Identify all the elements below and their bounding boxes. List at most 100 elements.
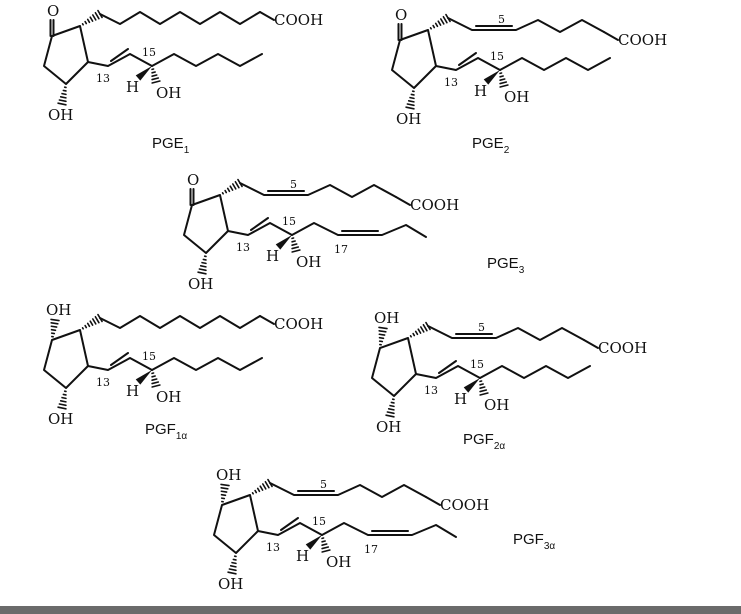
c13-number: 13 xyxy=(236,241,250,254)
cyclopentane-ring xyxy=(371,337,417,397)
cyclopentane-ring xyxy=(43,329,89,389)
oxo-label: O xyxy=(395,6,407,24)
c13-double-bond xyxy=(438,360,457,374)
hash-stroke xyxy=(254,489,258,494)
c5-number: 5 xyxy=(498,13,505,26)
omega-chain-tail xyxy=(151,53,263,67)
hash-stroke xyxy=(406,103,415,107)
hash-stroke xyxy=(417,328,422,334)
cyclopentane-ring xyxy=(43,25,89,85)
hash-stroke xyxy=(479,383,484,386)
oxo-label: O xyxy=(47,2,59,20)
hash-stroke xyxy=(81,326,84,330)
hash-stroke xyxy=(62,393,67,396)
hash-stroke xyxy=(479,392,489,396)
c15-hydrogen-wedge xyxy=(463,378,480,393)
c15-hydroxyl-label: OH xyxy=(156,84,181,102)
hash-stroke xyxy=(59,400,67,403)
c15-hydrogen-wedge xyxy=(135,66,152,81)
hash-stroke xyxy=(407,100,415,103)
hash-stroke xyxy=(256,487,261,493)
hash-stroke xyxy=(84,324,88,329)
hash-stroke xyxy=(291,243,298,246)
hash-stroke xyxy=(321,543,328,546)
hash-stroke xyxy=(385,414,395,418)
alpha-chain-hash xyxy=(81,313,103,330)
oxo-label: O xyxy=(187,171,199,189)
c15-hydrogen-wedge xyxy=(305,535,322,550)
hash-stroke xyxy=(386,411,395,415)
c15-hydrogen-label: H xyxy=(296,547,309,565)
hash-stroke xyxy=(499,84,509,88)
omega-chain-start xyxy=(87,53,153,67)
hash-stroke xyxy=(410,93,415,96)
c11-hydroxyl-label: OH xyxy=(48,410,73,428)
c15-hydrogen-label: H xyxy=(266,247,279,265)
c5-number: 5 xyxy=(290,178,297,191)
hash-stroke xyxy=(499,75,504,78)
c15-hydrogen-label: H xyxy=(126,382,139,400)
alpha-chain-hash xyxy=(409,321,431,338)
c15-number: 15 xyxy=(490,50,504,63)
c15-number: 15 xyxy=(142,350,156,363)
alpha-chain xyxy=(99,315,261,329)
hash-stroke xyxy=(390,401,395,404)
hash-stroke xyxy=(151,80,161,84)
hash-stroke xyxy=(321,540,326,543)
c13-number: 13 xyxy=(444,76,458,89)
compound-name-pge3: PGE3 xyxy=(487,255,525,276)
hash-stroke xyxy=(432,24,436,29)
compound-subscript: 1 xyxy=(184,145,190,156)
hash-stroke xyxy=(57,102,67,106)
c13-double-bond xyxy=(110,352,129,366)
alpha-chain-hash xyxy=(81,9,103,26)
carboxyl-label: COOH xyxy=(440,496,489,514)
c13-double-bond xyxy=(280,517,299,531)
c15-hydrogen-label: H xyxy=(454,390,467,408)
hash-stroke xyxy=(291,246,300,250)
hash-stroke xyxy=(405,106,415,110)
hash-stroke xyxy=(59,96,67,99)
c15-hydrogen-wedge xyxy=(275,235,292,250)
c15-hydroxyl-hash xyxy=(499,72,509,88)
carboxyl-bond xyxy=(425,496,441,506)
alpha-chain xyxy=(99,11,261,25)
hash-stroke xyxy=(224,189,228,194)
hash-stroke xyxy=(499,78,506,81)
hash-stroke xyxy=(89,320,94,326)
c9-hydroxyl-hash xyxy=(378,326,388,346)
compound-subscript: 1α xyxy=(176,431,188,442)
cyclopentane-ring xyxy=(183,194,229,254)
compound-subscript: 2α xyxy=(494,441,506,452)
hash-stroke xyxy=(151,74,158,77)
hash-stroke xyxy=(89,16,94,22)
hash-stroke xyxy=(228,568,237,572)
alpha-chain xyxy=(239,182,397,198)
compound-subscript: 3α xyxy=(544,541,556,552)
hash-stroke xyxy=(479,389,488,393)
hash-stroke xyxy=(151,384,161,388)
hash-stroke xyxy=(378,330,387,333)
carboxyl-bond xyxy=(395,196,411,206)
hash-stroke xyxy=(479,386,486,389)
hash-stroke xyxy=(321,549,331,553)
c9-hydroxyl-hash xyxy=(220,483,230,503)
hash-stroke xyxy=(50,318,60,322)
c15-hydroxyl-hash xyxy=(291,237,301,253)
hash-stroke xyxy=(429,26,432,30)
hash-stroke xyxy=(61,92,67,96)
alpha-chain-hash xyxy=(251,478,273,495)
hash-stroke xyxy=(197,271,207,275)
hash-stroke xyxy=(321,546,330,550)
c15-hydroxyl-hash xyxy=(479,380,489,396)
omega-chain-tail xyxy=(321,522,457,538)
c15-hydroxyl-label: OH xyxy=(484,396,509,414)
c15-hydroxyl-hash xyxy=(321,537,331,553)
c15-hydroxyl-hash xyxy=(151,68,161,84)
c13-double-bond xyxy=(110,48,129,62)
hash-stroke xyxy=(92,318,97,325)
hash-stroke xyxy=(409,96,415,100)
